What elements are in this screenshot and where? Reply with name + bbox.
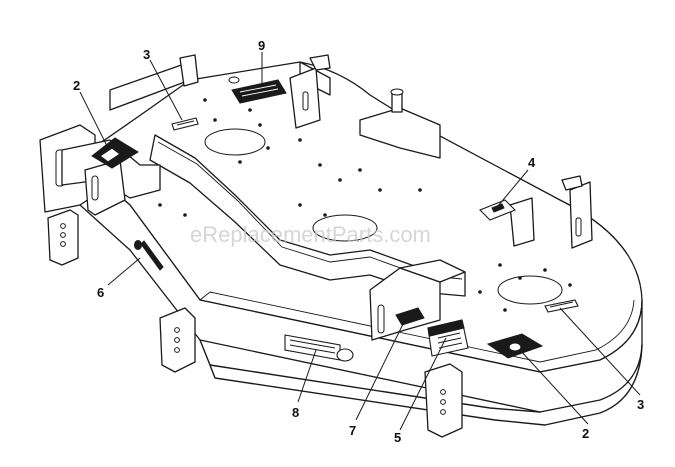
right-bracket-hole-2 bbox=[440, 399, 446, 405]
decal-5-warning-header bbox=[427, 319, 465, 337]
callout-5: 5 bbox=[394, 430, 401, 445]
decal-3-strip-left-text bbox=[176, 120, 195, 126]
decal-9-marker bbox=[228, 76, 240, 84]
rear-upright-bracket-right-slot bbox=[575, 217, 582, 237]
decal-3-strip-left bbox=[171, 117, 199, 131]
spindle-opening-left bbox=[204, 128, 266, 156]
deck-front-skirt bbox=[74, 159, 643, 413]
lower-bracket-hole-2 bbox=[60, 232, 66, 238]
decal-9-label-inner bbox=[239, 84, 279, 97]
leader-lines bbox=[79, 52, 641, 431]
idler-post-cap bbox=[390, 88, 404, 96]
rear-upright-bracket-left-top bbox=[309, 54, 331, 71]
deck-skirt-lip bbox=[199, 339, 541, 413]
deck-skirt-lip-lower bbox=[209, 344, 643, 426]
callout-7: 7 bbox=[349, 423, 356, 438]
callout-2-left: 2 bbox=[73, 78, 80, 93]
rear-left-bracket bbox=[179, 54, 199, 87]
spindle-opening-right bbox=[497, 275, 563, 305]
watermark-text: eReplacementParts.com bbox=[190, 222, 431, 247]
callouts: 9 3 2 4 6 3 8 7 5 2 bbox=[73, 38, 644, 445]
callout-4: 4 bbox=[528, 155, 536, 170]
callout-8: 8 bbox=[292, 405, 299, 420]
center-bracket-hole-3 bbox=[174, 347, 180, 353]
center-bracket-hole-2 bbox=[174, 337, 180, 343]
front-center-bracket-arm bbox=[399, 259, 466, 283]
deck-top-edge bbox=[199, 291, 635, 363]
front-center-bracket-slot bbox=[377, 304, 385, 334]
callout-3-right: 3 bbox=[637, 397, 644, 412]
lower-bracket-hole-1 bbox=[60, 223, 66, 229]
callout-6: 6 bbox=[97, 285, 104, 300]
decal-2-warning-right-inner bbox=[508, 342, 522, 352]
decal-8-model-badge bbox=[336, 348, 354, 362]
rear-upright-bracket-left-slot bbox=[302, 91, 309, 111]
decal-8-model-name-text bbox=[289, 339, 336, 354]
rear-center-bracket bbox=[509, 197, 535, 247]
rear-upright-bracket-right bbox=[569, 181, 593, 249]
decal-5-warning-text bbox=[437, 332, 463, 349]
right-bracket-hole-3 bbox=[440, 409, 446, 415]
decal-7-label bbox=[395, 307, 425, 326]
callout-2-right: 2 bbox=[582, 426, 589, 441]
arm-slot bbox=[91, 175, 99, 201]
center-bracket-hole-1 bbox=[174, 327, 180, 333]
rear-upright-bracket-right-top bbox=[561, 175, 583, 191]
decal-6-logo bbox=[134, 240, 164, 271]
decal-2-warning-left-inner bbox=[99, 147, 121, 163]
decal-3-strip-right-text bbox=[549, 301, 574, 308]
lower-bracket-hole-3 bbox=[60, 241, 66, 247]
decals bbox=[91, 76, 579, 362]
right-bracket-hole-1 bbox=[440, 389, 446, 395]
callout-3-left: 3 bbox=[143, 47, 150, 62]
callout-9: 9 bbox=[258, 38, 265, 53]
mower-deck bbox=[39, 54, 643, 438]
spindle-opening-center bbox=[312, 214, 378, 242]
